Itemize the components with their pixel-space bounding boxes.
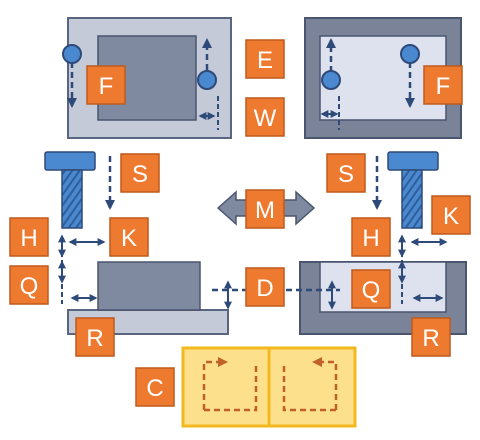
- label-k-left: K: [109, 217, 149, 257]
- label-h-right: H: [351, 217, 391, 257]
- right-screw-shank: [401, 169, 423, 229]
- left-screw-shank: [61, 169, 83, 229]
- label-k-right: K: [431, 195, 471, 235]
- label-m: M: [245, 189, 285, 229]
- label-w: W: [245, 97, 285, 137]
- top-left-pin-circle: [62, 44, 82, 64]
- label-q-left: Q: [9, 265, 49, 305]
- label-e: E: [245, 39, 285, 79]
- label-f-right-text: F: [436, 73, 451, 100]
- top-right-pin-circle-right: [400, 44, 420, 64]
- label-m-text: M: [255, 197, 275, 224]
- top-left-panel: [62, 17, 232, 139]
- label-f-right: F: [423, 65, 463, 105]
- right-screw: [372, 151, 439, 229]
- left-screw-head: [44, 151, 96, 171]
- label-q-right-text: Q: [362, 277, 381, 304]
- label-h-left-text: H: [20, 225, 37, 252]
- top-left-pin-circle-right: [197, 70, 217, 90]
- bottom-left-block: [97, 261, 201, 311]
- c-panels: [181, 346, 357, 428]
- top-right-pin-circle-left: [321, 70, 341, 90]
- label-q-left-text: Q: [20, 273, 39, 300]
- label-k-left-text: K: [121, 225, 137, 252]
- label-s-right: S: [326, 153, 366, 193]
- label-q-right: Q: [351, 269, 391, 309]
- label-h-left: H: [9, 217, 49, 257]
- right-screw-head: [387, 151, 439, 171]
- label-e-text: E: [257, 47, 273, 74]
- label-s-right-text: S: [338, 161, 354, 188]
- gap-markers: [212, 280, 340, 310]
- label-d: D: [245, 267, 285, 307]
- label-w-text: W: [254, 105, 277, 132]
- label-f-left: F: [86, 65, 126, 105]
- labels: E W F F S S M H: [9, 39, 471, 407]
- label-d-text: D: [256, 275, 273, 302]
- c-panel-right: [267, 346, 357, 428]
- label-r-left-text: R: [86, 325, 103, 352]
- label-h-right-text: H: [362, 225, 379, 252]
- label-k-right-text: K: [443, 203, 459, 230]
- label-c-text: C: [146, 375, 163, 402]
- label-s-left: S: [120, 153, 160, 193]
- label-s-left-text: S: [132, 161, 148, 188]
- label-f-left-text: F: [99, 73, 114, 100]
- label-c: C: [135, 367, 175, 407]
- label-r-left: R: [75, 317, 115, 357]
- left-screw: [44, 151, 115, 229]
- label-r-right-text: R: [422, 325, 439, 352]
- label-r-right: R: [411, 317, 451, 357]
